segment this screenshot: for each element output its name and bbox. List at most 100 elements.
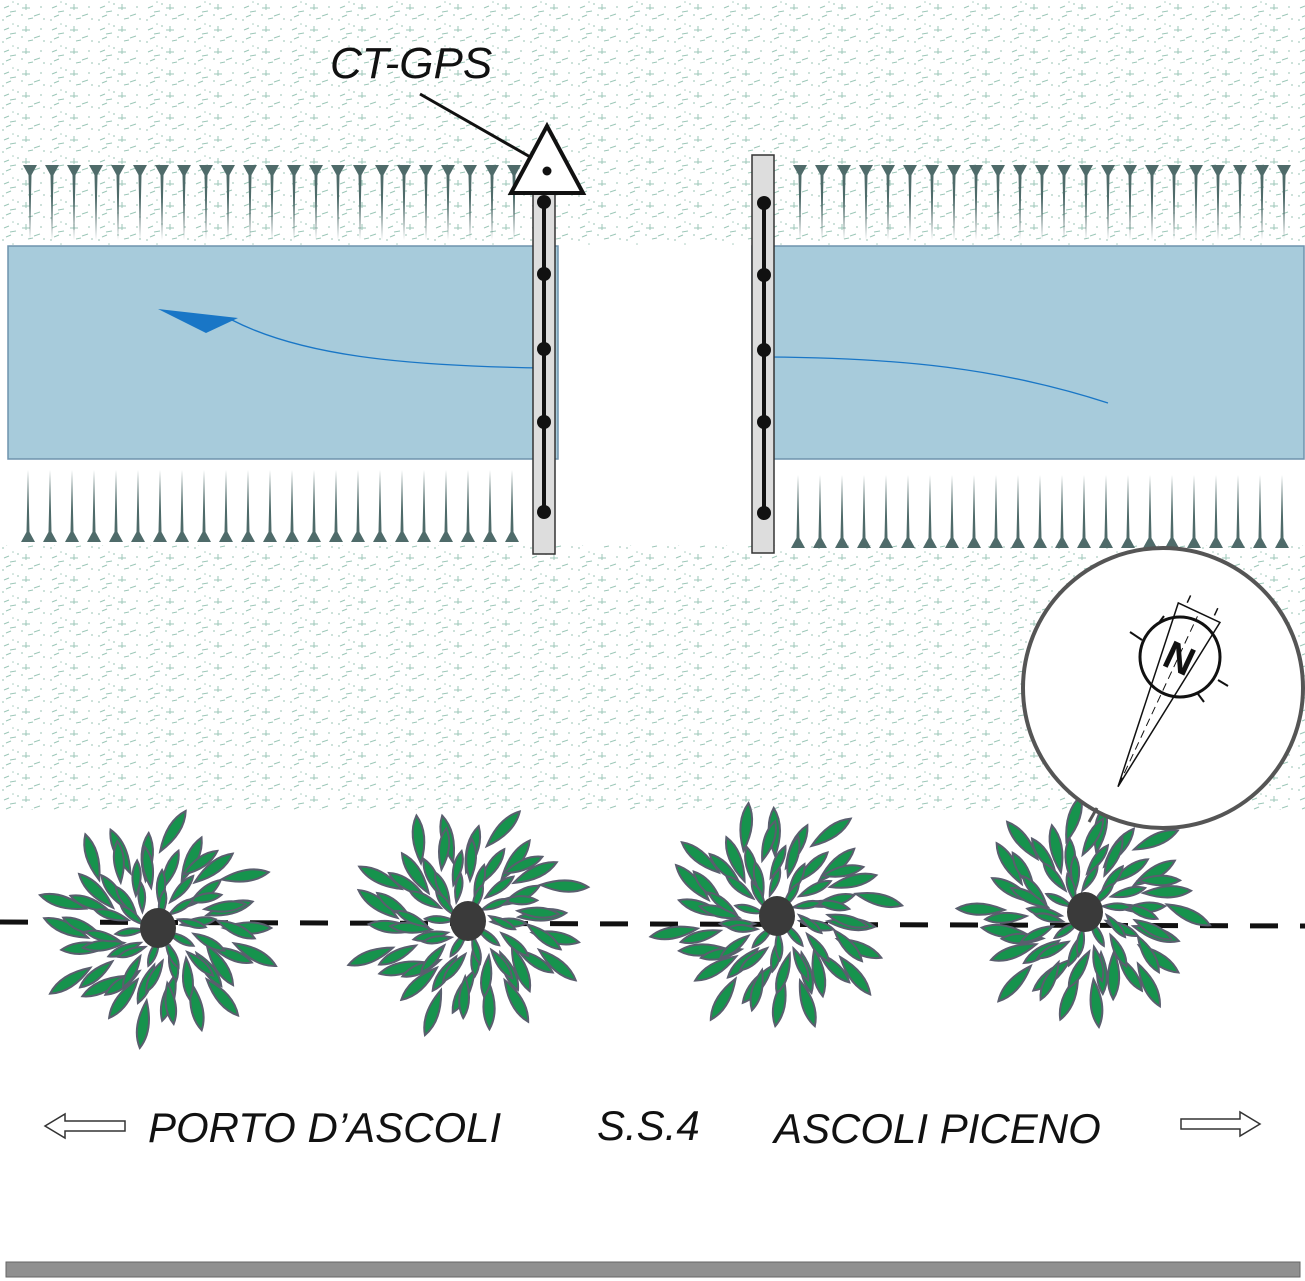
reed	[967, 475, 981, 548]
compass-north-icon: N	[1021, 546, 1305, 830]
road-label-left: PORTO D’ASCOLI	[148, 1104, 502, 1151]
reed	[901, 475, 915, 548]
sensor-array-left	[532, 187, 556, 555]
reed	[857, 475, 871, 548]
reed	[307, 470, 321, 542]
water-channel-right	[751, 245, 1305, 460]
tree	[648, 801, 905, 1029]
reed	[23, 165, 37, 240]
reed	[109, 470, 123, 542]
reed	[111, 165, 125, 240]
reed	[791, 475, 805, 548]
reed	[287, 165, 301, 240]
road-label-center: S.S.4	[597, 1102, 700, 1149]
reed	[375, 165, 389, 240]
tree	[954, 794, 1212, 1030]
tree-trunk	[759, 896, 795, 936]
reed	[485, 165, 499, 240]
reed	[397, 165, 411, 240]
reed	[461, 470, 475, 542]
reed	[1035, 165, 1049, 240]
reed	[903, 165, 917, 240]
arrow-left-outline-icon	[43, 1112, 126, 1140]
reed	[463, 165, 477, 240]
reed	[1013, 165, 1027, 240]
reed	[923, 475, 937, 548]
reed	[989, 475, 1003, 548]
bottom-border-bar	[5, 1261, 1301, 1278]
reed-rows	[21, 165, 1291, 548]
tree-row	[37, 794, 1212, 1050]
reed	[155, 165, 169, 240]
reed	[1167, 165, 1181, 240]
reed	[153, 470, 167, 542]
reed	[505, 470, 519, 542]
reed	[21, 470, 35, 542]
reed	[219, 470, 233, 542]
reed	[1055, 475, 1069, 548]
tree-trunk	[140, 908, 176, 948]
reed	[263, 470, 277, 542]
reed	[329, 470, 343, 542]
reed	[87, 470, 101, 542]
gps-leader-line	[419, 92, 533, 160]
reed	[1123, 165, 1137, 240]
reed	[813, 475, 827, 548]
gps-station-label: CT-GPS	[330, 39, 492, 88]
reed	[1145, 165, 1159, 240]
reed	[815, 165, 829, 240]
reed	[131, 470, 145, 542]
reed	[1079, 165, 1093, 240]
reed	[1057, 165, 1071, 240]
reed	[1101, 165, 1115, 240]
reed	[1211, 165, 1225, 240]
reed	[65, 470, 79, 542]
reed	[309, 165, 323, 240]
reed	[507, 165, 521, 240]
reed	[1255, 165, 1269, 240]
reed	[1143, 475, 1157, 548]
reed	[1209, 475, 1223, 548]
reed	[1277, 165, 1291, 240]
reed	[837, 165, 851, 240]
triangle-marker-icon	[507, 121, 587, 195]
reed	[241, 470, 255, 542]
reed	[243, 165, 257, 240]
reed	[419, 165, 433, 240]
reed	[991, 165, 1005, 240]
reed	[1253, 475, 1267, 548]
reed	[133, 165, 147, 240]
reed	[285, 470, 299, 542]
reed	[331, 165, 345, 240]
flow-direction-arrow	[158, 309, 1109, 404]
reed	[221, 165, 235, 240]
reed	[45, 165, 59, 240]
reed	[1231, 475, 1245, 548]
reed	[439, 470, 453, 542]
reed	[89, 165, 103, 240]
reed	[793, 165, 807, 240]
road-label-right: ASCOLI PICENO	[771, 1105, 1101, 1152]
reed	[947, 165, 961, 240]
sensor-array-right	[751, 154, 775, 554]
reed	[199, 165, 213, 240]
reed	[945, 475, 959, 548]
reed	[351, 470, 365, 542]
reed	[483, 470, 497, 542]
reed	[265, 165, 279, 240]
reed	[177, 165, 191, 240]
road-axis-dashed-line	[0, 919, 1305, 929]
tree-trunk	[1067, 892, 1103, 932]
reed	[859, 165, 873, 240]
reed	[43, 470, 57, 542]
arrow-right-outline-icon	[1180, 1110, 1262, 1138]
reed	[67, 165, 81, 240]
tree	[37, 809, 278, 1050]
reed	[395, 470, 409, 542]
reed	[175, 470, 189, 542]
reed	[1077, 475, 1091, 548]
reed	[197, 470, 211, 542]
reed	[441, 165, 455, 240]
reed	[1275, 475, 1289, 548]
